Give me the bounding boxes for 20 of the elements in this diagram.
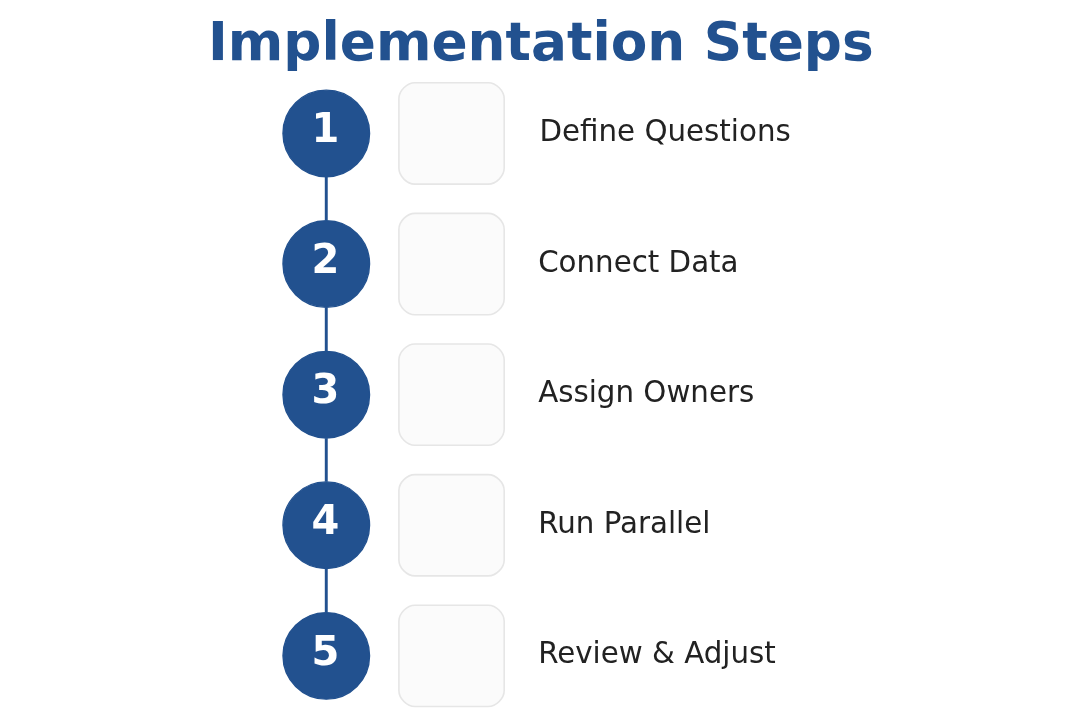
node-circle: 3: [281, 350, 370, 439]
node-box: [397, 82, 505, 185]
node-label: Define Questions: [539, 113, 791, 148]
diagram-title: Implementation Steps: [207, 11, 874, 74]
node-circle: 5: [281, 611, 370, 700]
node-label: Review & Adjust: [537, 636, 776, 671]
connector: [324, 307, 328, 352]
connector: [324, 438, 328, 482]
node-box: [397, 473, 505, 577]
node-label: Run Parallel: [537, 505, 710, 540]
node-label: Connect Data: [537, 244, 739, 279]
node-circle: 2: [281, 220, 370, 309]
node-box: [397, 343, 505, 447]
connector: [324, 177, 328, 221]
connector: [324, 568, 328, 613]
node-box: [397, 212, 505, 316]
node-box: [397, 604, 505, 708]
node-circle: 4: [281, 481, 370, 570]
node-circle: 1: [281, 89, 370, 178]
node-label: Assign Owners: [537, 375, 754, 410]
